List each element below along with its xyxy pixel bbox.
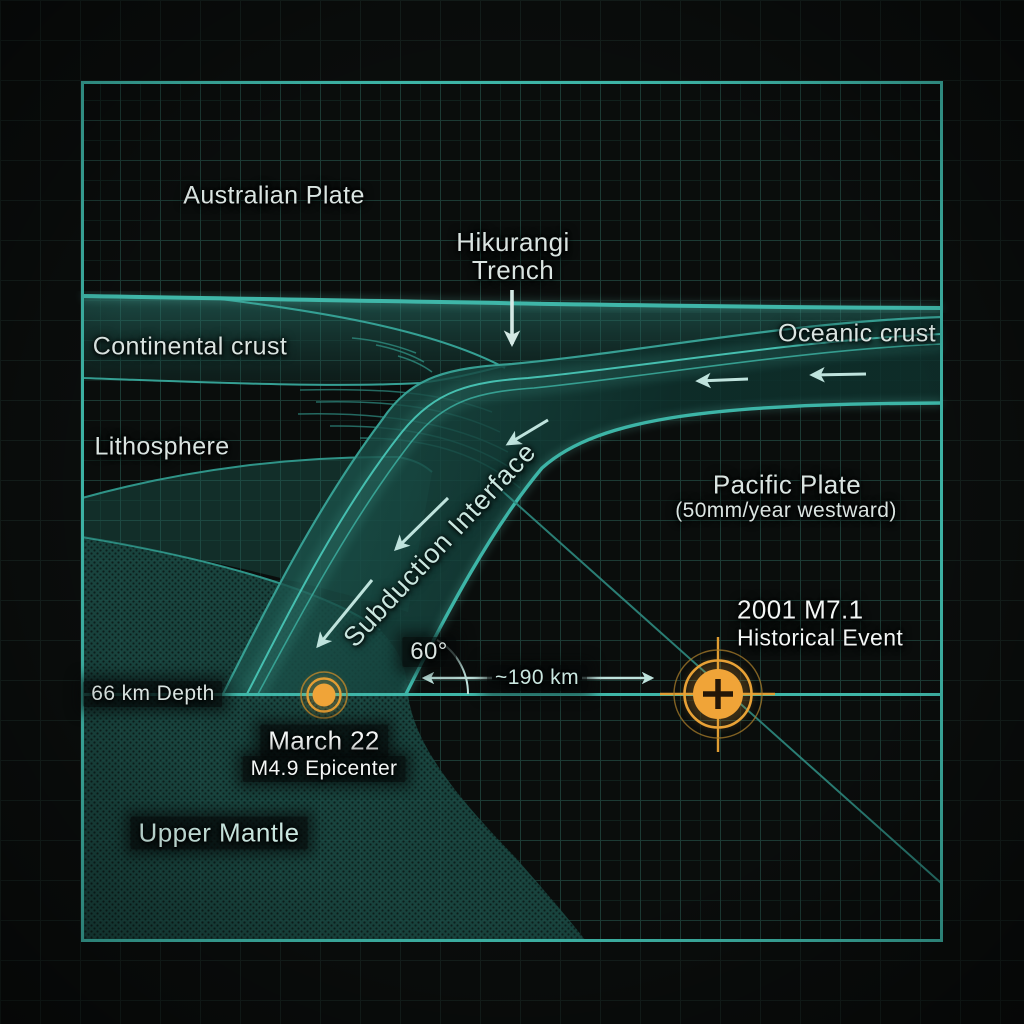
epicenter-dot-icon [312,683,336,707]
left-arrow-icon [809,366,867,383]
epicenter-marker [300,671,348,719]
left-arrow-icon [695,372,749,389]
